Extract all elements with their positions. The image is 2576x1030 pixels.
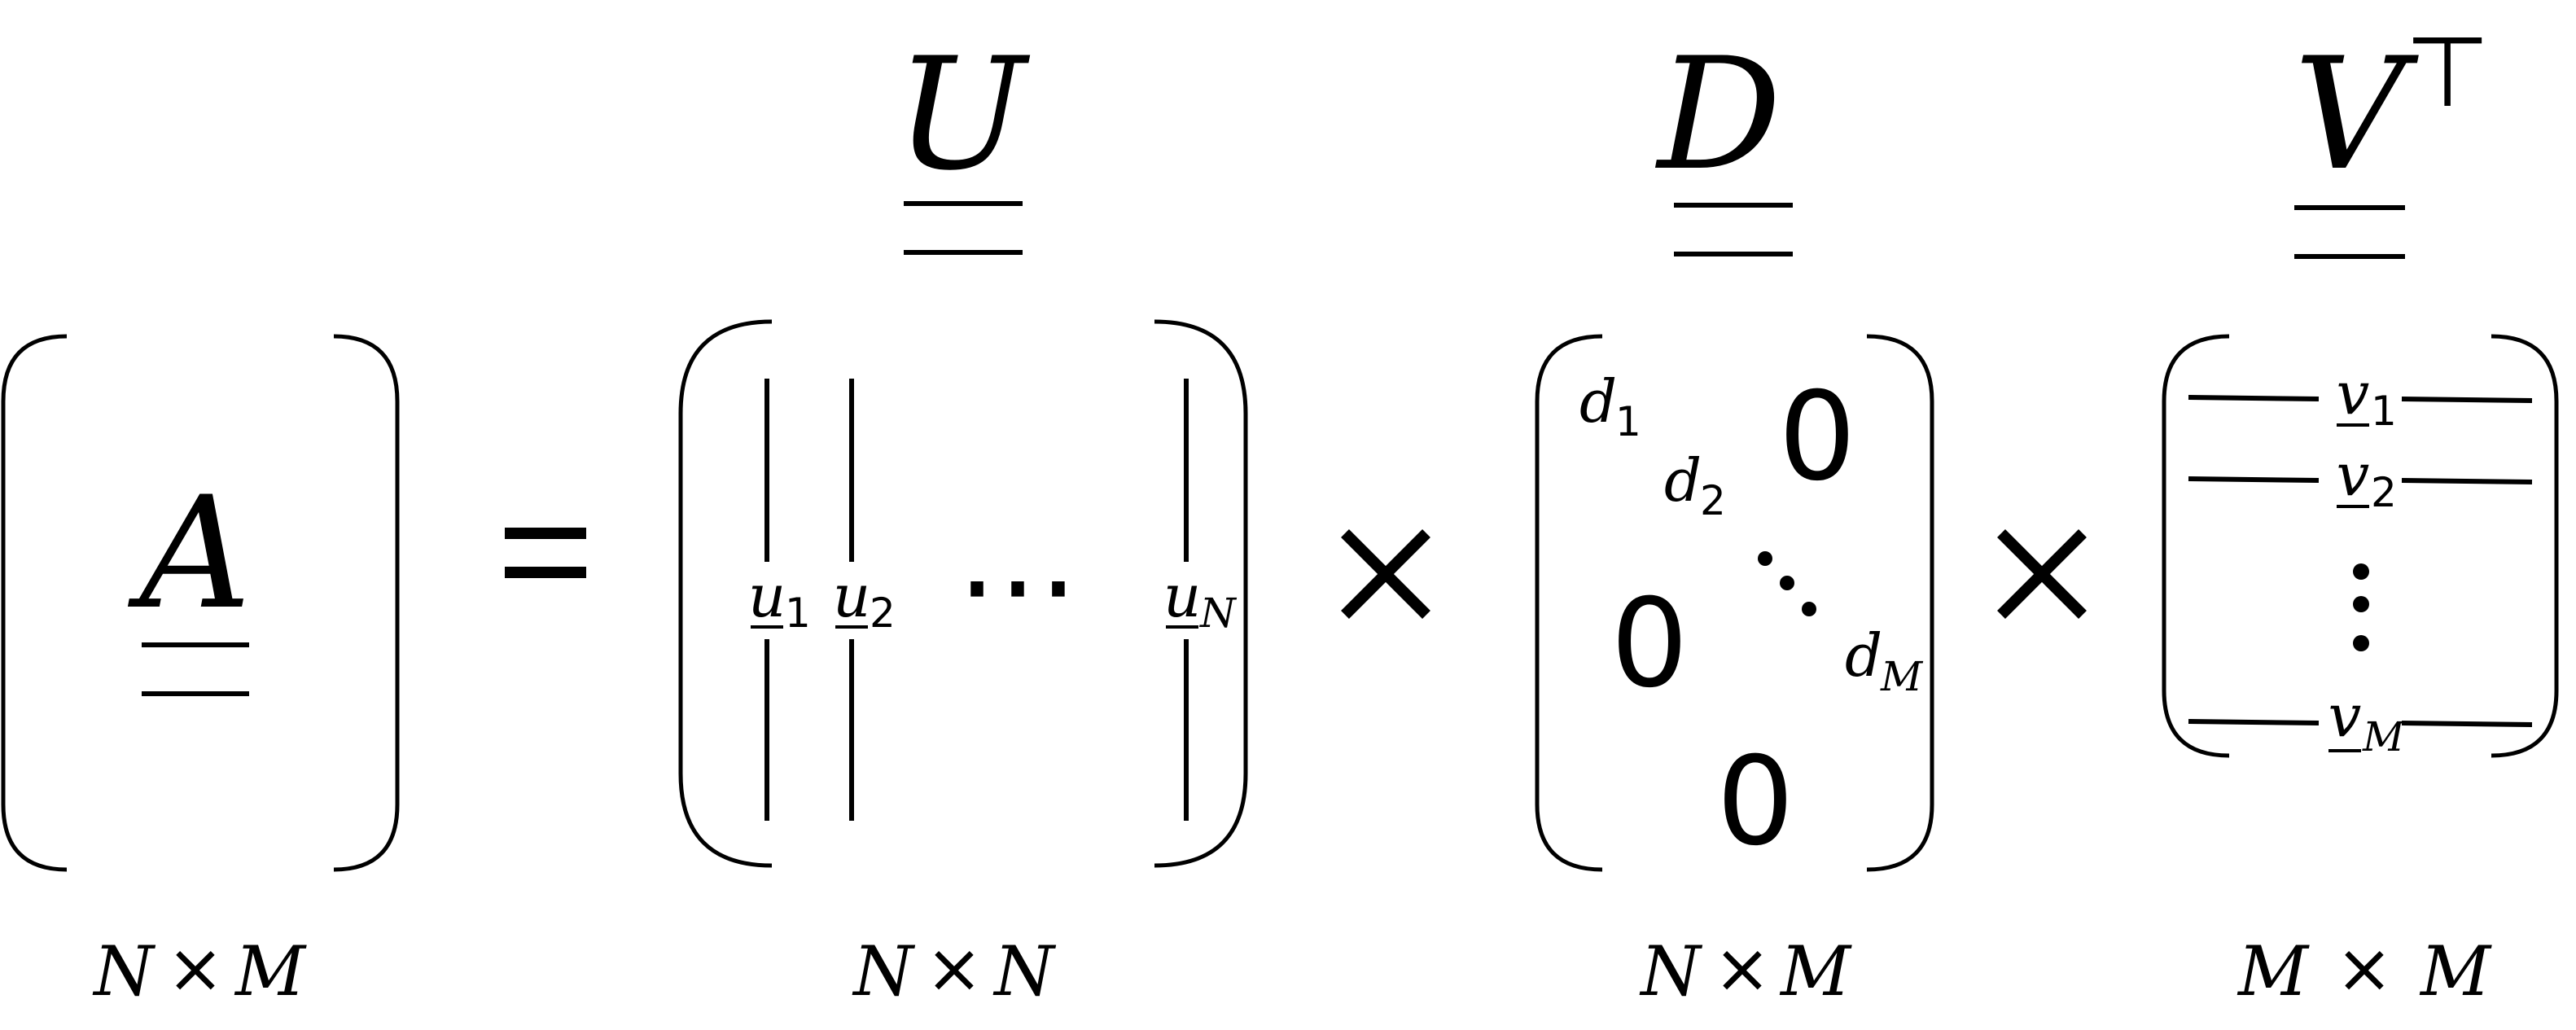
matrix-d-symbol: D	[1655, 24, 1781, 204]
matrix-v-rowm-line-right	[2401, 721, 2533, 727]
matrix-v-left-bracket	[2162, 334, 2230, 758]
matrix-u-symbol: U	[896, 24, 1031, 204]
matrix-a-dim-times: ×	[167, 928, 224, 1008]
multiply-sign-1	[1341, 529, 1430, 619]
multiply-sign-2	[1997, 529, 2087, 619]
matrix-v-dimensions: M × M	[2236, 928, 2492, 1011]
matrix-u-col1-sub: 1	[785, 590, 811, 637]
matrix-v-row2-line-right	[2401, 478, 2533, 484]
equals-sign	[505, 528, 586, 578]
matrix-v-row-m: v M	[2188, 682, 2533, 760]
matrix-a-right-bracket	[333, 334, 400, 872]
matrix-d-entry-d2-sub: 2	[1700, 477, 1726, 524]
matrix-u-right-bracket	[1154, 319, 1248, 868]
multiply-1-stroke-b	[1341, 529, 1430, 619]
matrix-v-rowm-base: v	[2328, 682, 2362, 750]
matrix-v-dim-rows: M	[2236, 931, 2310, 1011]
matrix-d-diagonal-dot-2	[1780, 576, 1794, 590]
matrix-v-rowm-sub: M	[2362, 713, 2406, 760]
matrix-v-rowm-line-left	[2188, 719, 2320, 725]
matrix-a-dim-rows: N	[92, 931, 156, 1011]
matrix-d-entry-d1: d 1	[1579, 367, 1641, 445]
matrix-v-row2-sub: 2	[2371, 469, 2397, 516]
matrix-a-left-bracket	[1, 334, 68, 872]
matrix-d-entry-d2-base: d	[1664, 446, 1702, 515]
matrix-d-entry-dm: d M	[1845, 621, 1924, 700]
matrix-v-row2-base: v	[2337, 440, 2370, 509]
matrix-u-dim-rows: N	[852, 931, 915, 1011]
matrix-v-dim-cols: M	[2419, 931, 2492, 1011]
matrix-u-column-n: u N	[1163, 379, 1238, 821]
matrix-d-right-bracket	[1866, 334, 1934, 872]
matrix-d-zero-lower: 0	[1716, 731, 1794, 873]
matrix-v-symbol: V	[2293, 24, 2419, 204]
matrix-d-zero-upper: 0	[1778, 366, 1855, 508]
matrix-d: D d 1 d 2 d M 0 0 0 N ×	[1535, 24, 1934, 1011]
matrix-u-column-1: u 1	[748, 379, 811, 821]
matrix-v-vertical-dot-2	[2353, 596, 2369, 612]
matrix-a-dimensions: N × M	[92, 928, 307, 1011]
matrix-u-dim-cols: N	[992, 931, 1056, 1011]
matrix-u-coln-sub: N	[1199, 590, 1238, 637]
matrix-v-right-bracket	[2491, 334, 2559, 758]
matrix-v-dim-times: ×	[2336, 928, 2393, 1008]
matrix-d-zero-left: 0	[1610, 573, 1688, 715]
matrix-v-row1-base: v	[2337, 359, 2370, 427]
matrix-d-diagonal-dot-1	[1758, 551, 1772, 566]
matrix-u: U u 1 u 2 ⋯ u N	[678, 24, 1248, 1011]
matrix-v-row-1: v 1	[2188, 359, 2533, 435]
matrix-v-row1-sub: 1	[2371, 388, 2397, 435]
matrix-v-row1-line-left	[2188, 395, 2320, 401]
matrix-v-vertical-dot-3	[2353, 635, 2369, 651]
matrix-d-entry-d1-sub: 1	[1615, 398, 1641, 445]
matrix-u-col2-sub: 2	[870, 590, 896, 637]
matrix-u-dimensions: N × N	[852, 928, 1056, 1011]
matrix-d-diagonal-dots	[1758, 551, 1816, 616]
matrix-v-vertical-dots	[2353, 563, 2369, 651]
matrix-v-vertical-dot-1	[2353, 563, 2369, 580]
matrix-u-left-bracket	[678, 319, 773, 868]
matrix-d-entry-dm-sub: M	[1880, 653, 1924, 700]
matrix-a-dim-cols: M	[234, 931, 307, 1011]
matrix-a-symbol: A	[127, 463, 251, 643]
matrix-v-transpose-mark: ⊤	[2405, 16, 2491, 129]
matrix-u-ellipsis: ⋯	[957, 515, 1079, 656]
matrix-v-transpose: V ⊤ v 1 v 2	[2162, 16, 2559, 1011]
matrix-d-dim-times: ×	[1714, 928, 1771, 1008]
matrix-d-dim-cols: M	[1779, 931, 1852, 1011]
matrix-d-left-bracket	[1535, 334, 1603, 872]
matrix-u-column-2: u 2	[833, 379, 896, 821]
matrix-u-col1-base: u	[748, 562, 786, 630]
matrix-u-col2-base: u	[833, 562, 870, 630]
matrix-d-dimensions: N × M	[1639, 928, 1852, 1011]
matrix-d-entry-dm-base: d	[1845, 621, 1882, 690]
matrix-v-row2-line-left	[2188, 476, 2320, 483]
matrix-d-entry-d2: d 2	[1664, 446, 1726, 524]
matrix-d-dim-rows: N	[1639, 931, 1702, 1011]
matrix-d-diagonal-dot-3	[1802, 602, 1816, 616]
matrix-u-coln-base: u	[1163, 562, 1201, 630]
matrix-v-row1-line-right	[2401, 397, 2533, 403]
matrix-u-dim-times: ×	[926, 928, 983, 1008]
matrix-v-row-2: v 2	[2188, 440, 2533, 516]
multiply-2-stroke-b	[1997, 529, 2087, 619]
matrix-a: A N × M	[1, 334, 400, 1011]
matrix-d-entry-d1-base: d	[1579, 367, 1617, 436]
